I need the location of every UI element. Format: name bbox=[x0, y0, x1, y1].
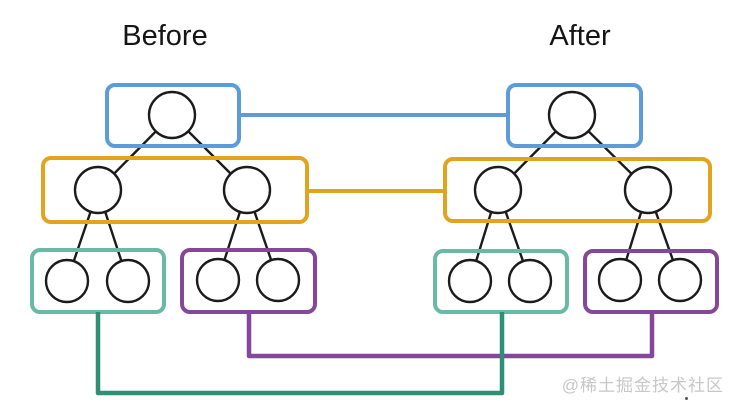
tree-node bbox=[447, 258, 493, 304]
tree-node bbox=[657, 257, 703, 303]
tree-node bbox=[507, 258, 553, 304]
teal-leaf-link bbox=[95, 312, 505, 396]
tree-node bbox=[623, 165, 673, 215]
tree-node bbox=[73, 165, 123, 215]
tree-node bbox=[473, 165, 523, 215]
tree-node bbox=[255, 257, 301, 303]
tree-node bbox=[597, 257, 643, 303]
tree-node bbox=[547, 90, 597, 140]
tree-node bbox=[44, 258, 90, 304]
tree-node bbox=[147, 90, 197, 140]
tree-node bbox=[222, 165, 272, 215]
after-title: After bbox=[549, 20, 611, 52]
watermark-text: @稀土掘金技术社区 bbox=[561, 376, 724, 396]
watermark-dot bbox=[685, 397, 688, 400]
tree-node bbox=[195, 257, 241, 303]
before-title: Before bbox=[122, 20, 208, 52]
tree-node bbox=[105, 258, 151, 304]
purple-leaf-link bbox=[246, 312, 655, 359]
